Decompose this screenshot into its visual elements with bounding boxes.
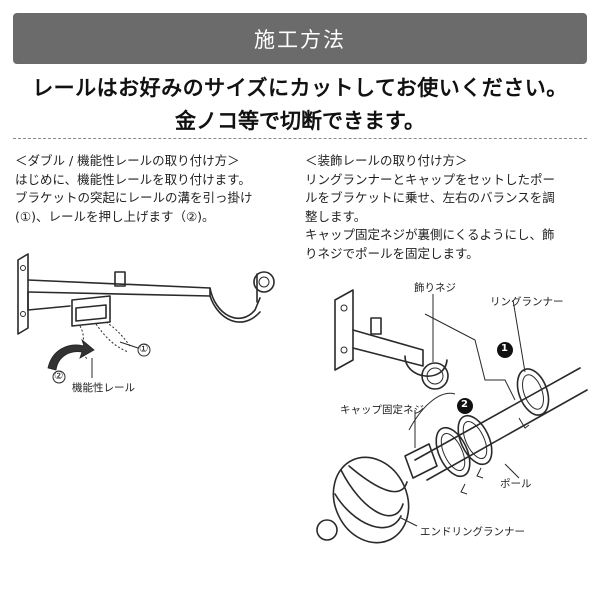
left-line: ブラケットの突起にレールの溝を引っ掛け xyxy=(15,190,253,205)
dashed-divider xyxy=(13,138,587,139)
right-line: リングランナーとキャップをセットしたポー xyxy=(305,171,556,187)
deco-screw-label: 飾りネジ xyxy=(414,282,456,294)
right-line: ルをブラケットに乗せ、左右のバランスを調 xyxy=(305,190,555,205)
bracket-rail-diagram xyxy=(17,253,275,384)
marker-2: ② xyxy=(54,370,64,382)
pole-label: ポール xyxy=(500,478,532,490)
right-instructions: ＜装飾レールの取り付け方＞ リングランナーとキャップをセットしたポー ルをブラケ… xyxy=(305,152,590,263)
rail-label: 機能性レール xyxy=(72,382,135,394)
right-line: キャップ固定ネジが裏側にくるようにし、飾 xyxy=(305,227,555,242)
end-ring-runner-label: エンドリングランナー xyxy=(420,526,525,538)
section-title-banner: 施工方法 xyxy=(13,13,587,64)
step-1-marker: 1 xyxy=(501,343,508,354)
left-line: (①)、レールを押し上げます（②)。 xyxy=(15,208,215,224)
cap-screw-label: キャップ固定ネジ xyxy=(340,404,424,416)
section-title: 施工方法 xyxy=(254,27,346,52)
left-instructions: ＜ダブル / 機能性レールの取り付け方＞ はじめに、機能性レールを取り付けます。… xyxy=(15,152,280,226)
ring-runner-label: リングランナー xyxy=(490,296,564,308)
lead-text-line-2: 金ノコ等で切断できます。 xyxy=(175,109,425,133)
right-heading: ＜装飾レールの取り付け方＞ xyxy=(305,153,468,168)
step-2-marker: 2 xyxy=(461,399,468,410)
left-line: はじめに、機能性レールを取り付けます。 xyxy=(15,171,251,187)
right-line: りネジでポールを固定します。 xyxy=(305,245,479,261)
decorative-pole-diagram xyxy=(316,289,588,544)
lead-text-line-1: レールはお好みのサイズにカットしてお使いください。 xyxy=(32,76,568,100)
marker-1: ① xyxy=(139,343,149,355)
right-line: 整します。 xyxy=(305,208,367,224)
left-heading: ＜ダブル / 機能性レールの取り付け方＞ xyxy=(15,153,240,168)
